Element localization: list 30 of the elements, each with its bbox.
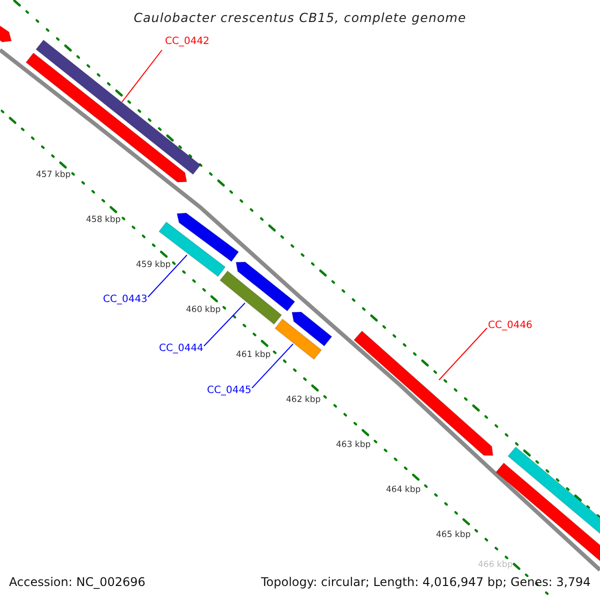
leader-line (148, 254, 188, 298)
scale-label: 461 kbp (236, 350, 271, 360)
gene-feature (220, 271, 282, 325)
gene-feature (292, 312, 332, 346)
scale-label: 460 kbp (186, 305, 221, 315)
footer-text: Accession: NC_002696 (9, 575, 146, 589)
gene-feature (236, 262, 295, 311)
gene-label: CC_0444 (159, 343, 204, 354)
scale-label: 462 kbp (286, 395, 321, 405)
scale-label: 459 kbp (136, 260, 171, 270)
footer-text: Topology: circular; Length: 4,016,947 bp; Genes: 3,794 (261, 575, 591, 589)
gene-feature (275, 319, 322, 360)
gene-label: CC_0442 (165, 36, 210, 47)
leader-line (252, 344, 294, 388)
scale-label: 465 kbp (436, 530, 471, 540)
leader-line (122, 50, 162, 102)
gene-feature (177, 213, 239, 262)
scale-label: 458 kbp (86, 215, 121, 225)
scale-label: 464 kbp (386, 485, 421, 495)
gene-label: CC_0443 (103, 294, 148, 305)
gene-label: CC_0446 (488, 320, 532, 331)
scale-label: 457 kbp (36, 170, 71, 180)
leader-line (204, 302, 246, 346)
gene-feature (354, 330, 493, 455)
title: Caulobacter crescentus CB15, complete genome (132, 10, 468, 25)
gene-label: CC_0445 (207, 385, 252, 396)
scale-label: 466 kbp (478, 560, 513, 570)
gene-feature (26, 53, 187, 182)
leader-line (438, 328, 488, 380)
scale-label: 463 kbp (336, 440, 371, 450)
